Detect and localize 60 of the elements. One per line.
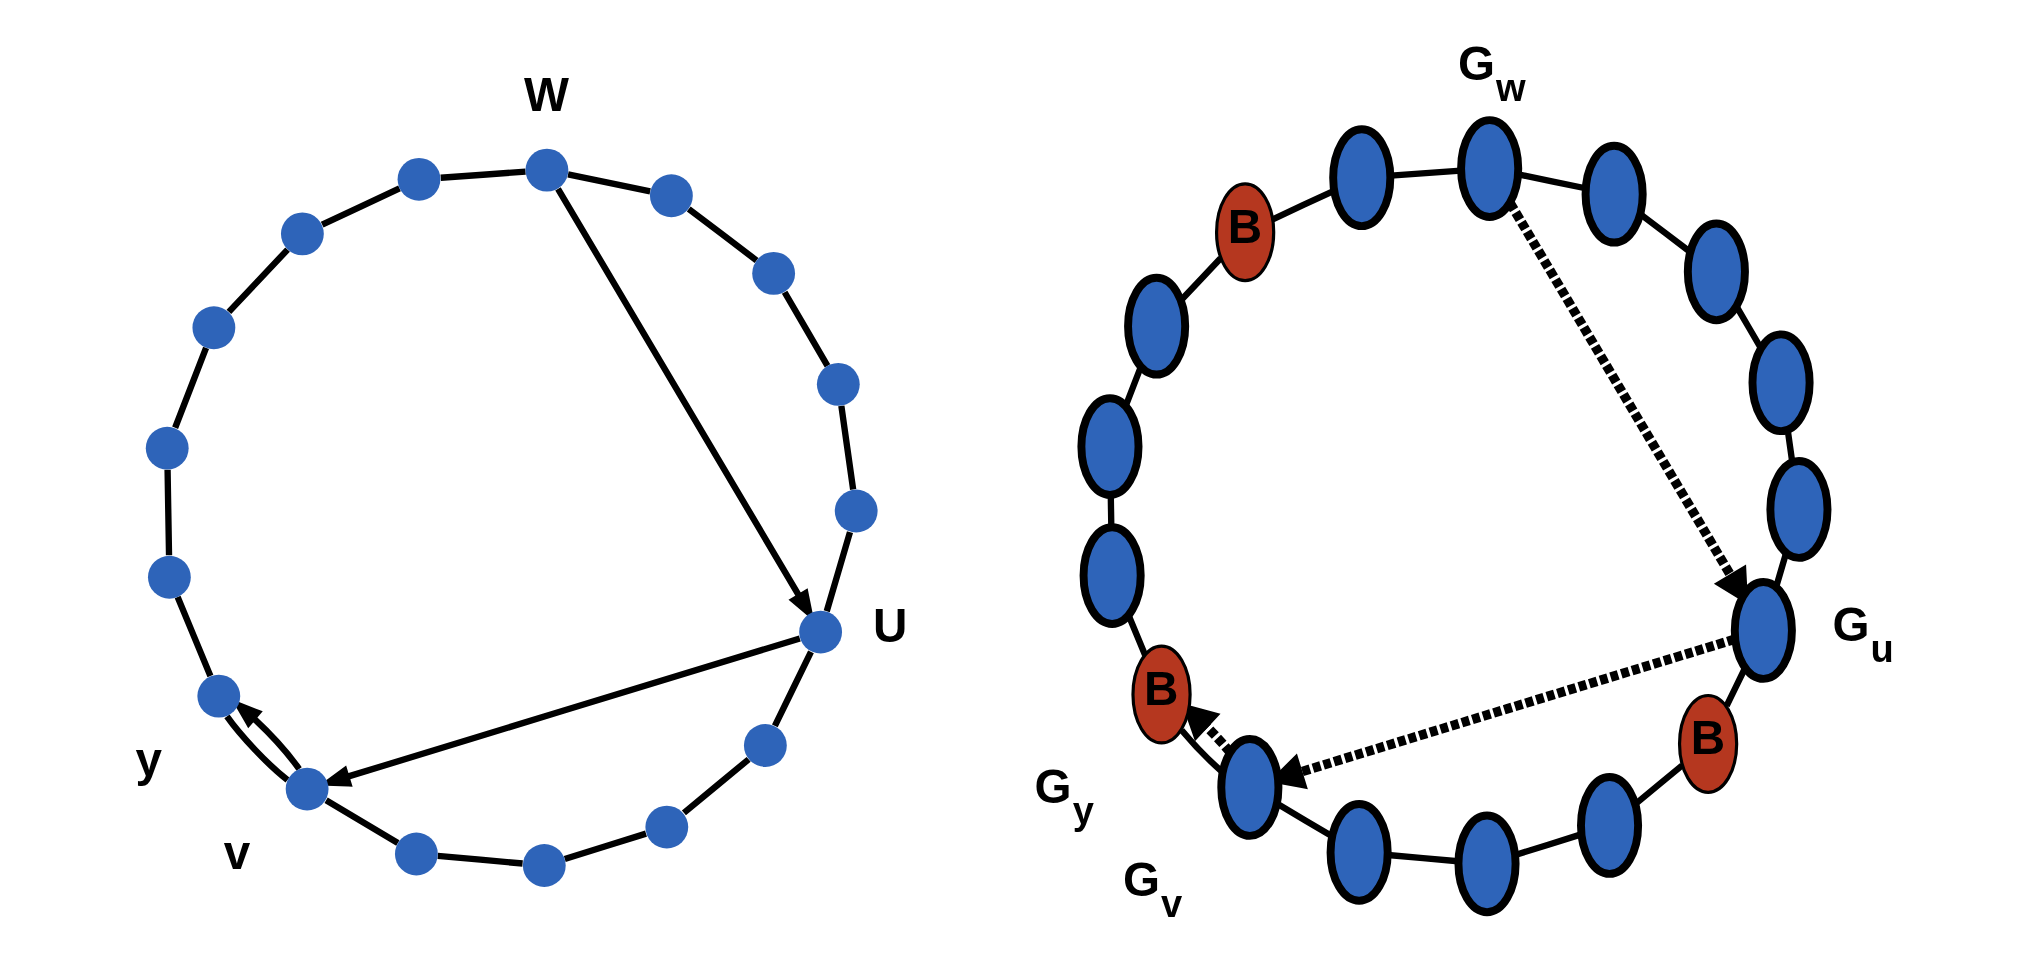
node-label: y [134,733,162,787]
connector [681,756,751,816]
connector [781,290,830,368]
node-label: G$_{v}$ [1122,853,1182,926]
node-ellipse [1456,116,1522,221]
connector [1125,614,1148,657]
node-circle [644,805,688,849]
connector [686,206,758,263]
connector [324,797,399,846]
node-circle [751,252,795,295]
node-ellipse [1581,141,1647,247]
node-label: W [523,67,569,121]
node-ellipse [1765,457,1831,562]
node-label: G$_{u}$ [1831,597,1894,670]
connector [837,405,856,490]
node-ellipse [1683,219,1749,325]
node-ellipse [1328,125,1394,231]
node-circle [394,832,438,876]
node-ellipse [1748,330,1814,436]
connector [226,247,290,314]
node-circle [145,426,189,470]
node-ellipse [1076,394,1142,499]
node-circle [816,362,860,406]
node-label: U [872,599,907,653]
node-circle [834,489,878,533]
node-ellipse: B [1214,182,1275,283]
node-ellipse [1730,578,1796,683]
node-ellipse [1576,773,1642,878]
node-circle [649,174,693,218]
node-circle [525,148,568,192]
node-ellipse [1079,523,1145,628]
node-circle [743,724,787,767]
node-ellipse [1326,800,1392,905]
node-circle [147,555,191,599]
node-ellipse [1454,811,1520,917]
connector [823,531,853,613]
node-circle [191,306,235,350]
node-ellipse: B [1130,644,1192,745]
connector [163,469,172,556]
node-label: v [223,826,250,880]
node-label: G$_{w}$ [1457,37,1526,110]
node-circle [196,674,240,718]
node-ellipse [1123,273,1189,379]
node-circle [798,610,842,654]
node-ellipse: B [1677,693,1738,794]
node-circle [280,212,324,256]
connector [771,650,814,728]
connector [174,595,213,678]
connector [436,852,523,867]
node-circle [285,767,329,811]
node-label: G$_{y}$ [1034,760,1094,833]
connector [439,168,526,181]
connector [320,185,401,228]
connector [563,830,647,863]
node-circle [522,844,566,887]
connector [171,346,209,429]
connector [566,171,651,195]
connector [223,714,289,783]
node-ellipse [1216,735,1282,840]
node-circle [397,157,440,201]
